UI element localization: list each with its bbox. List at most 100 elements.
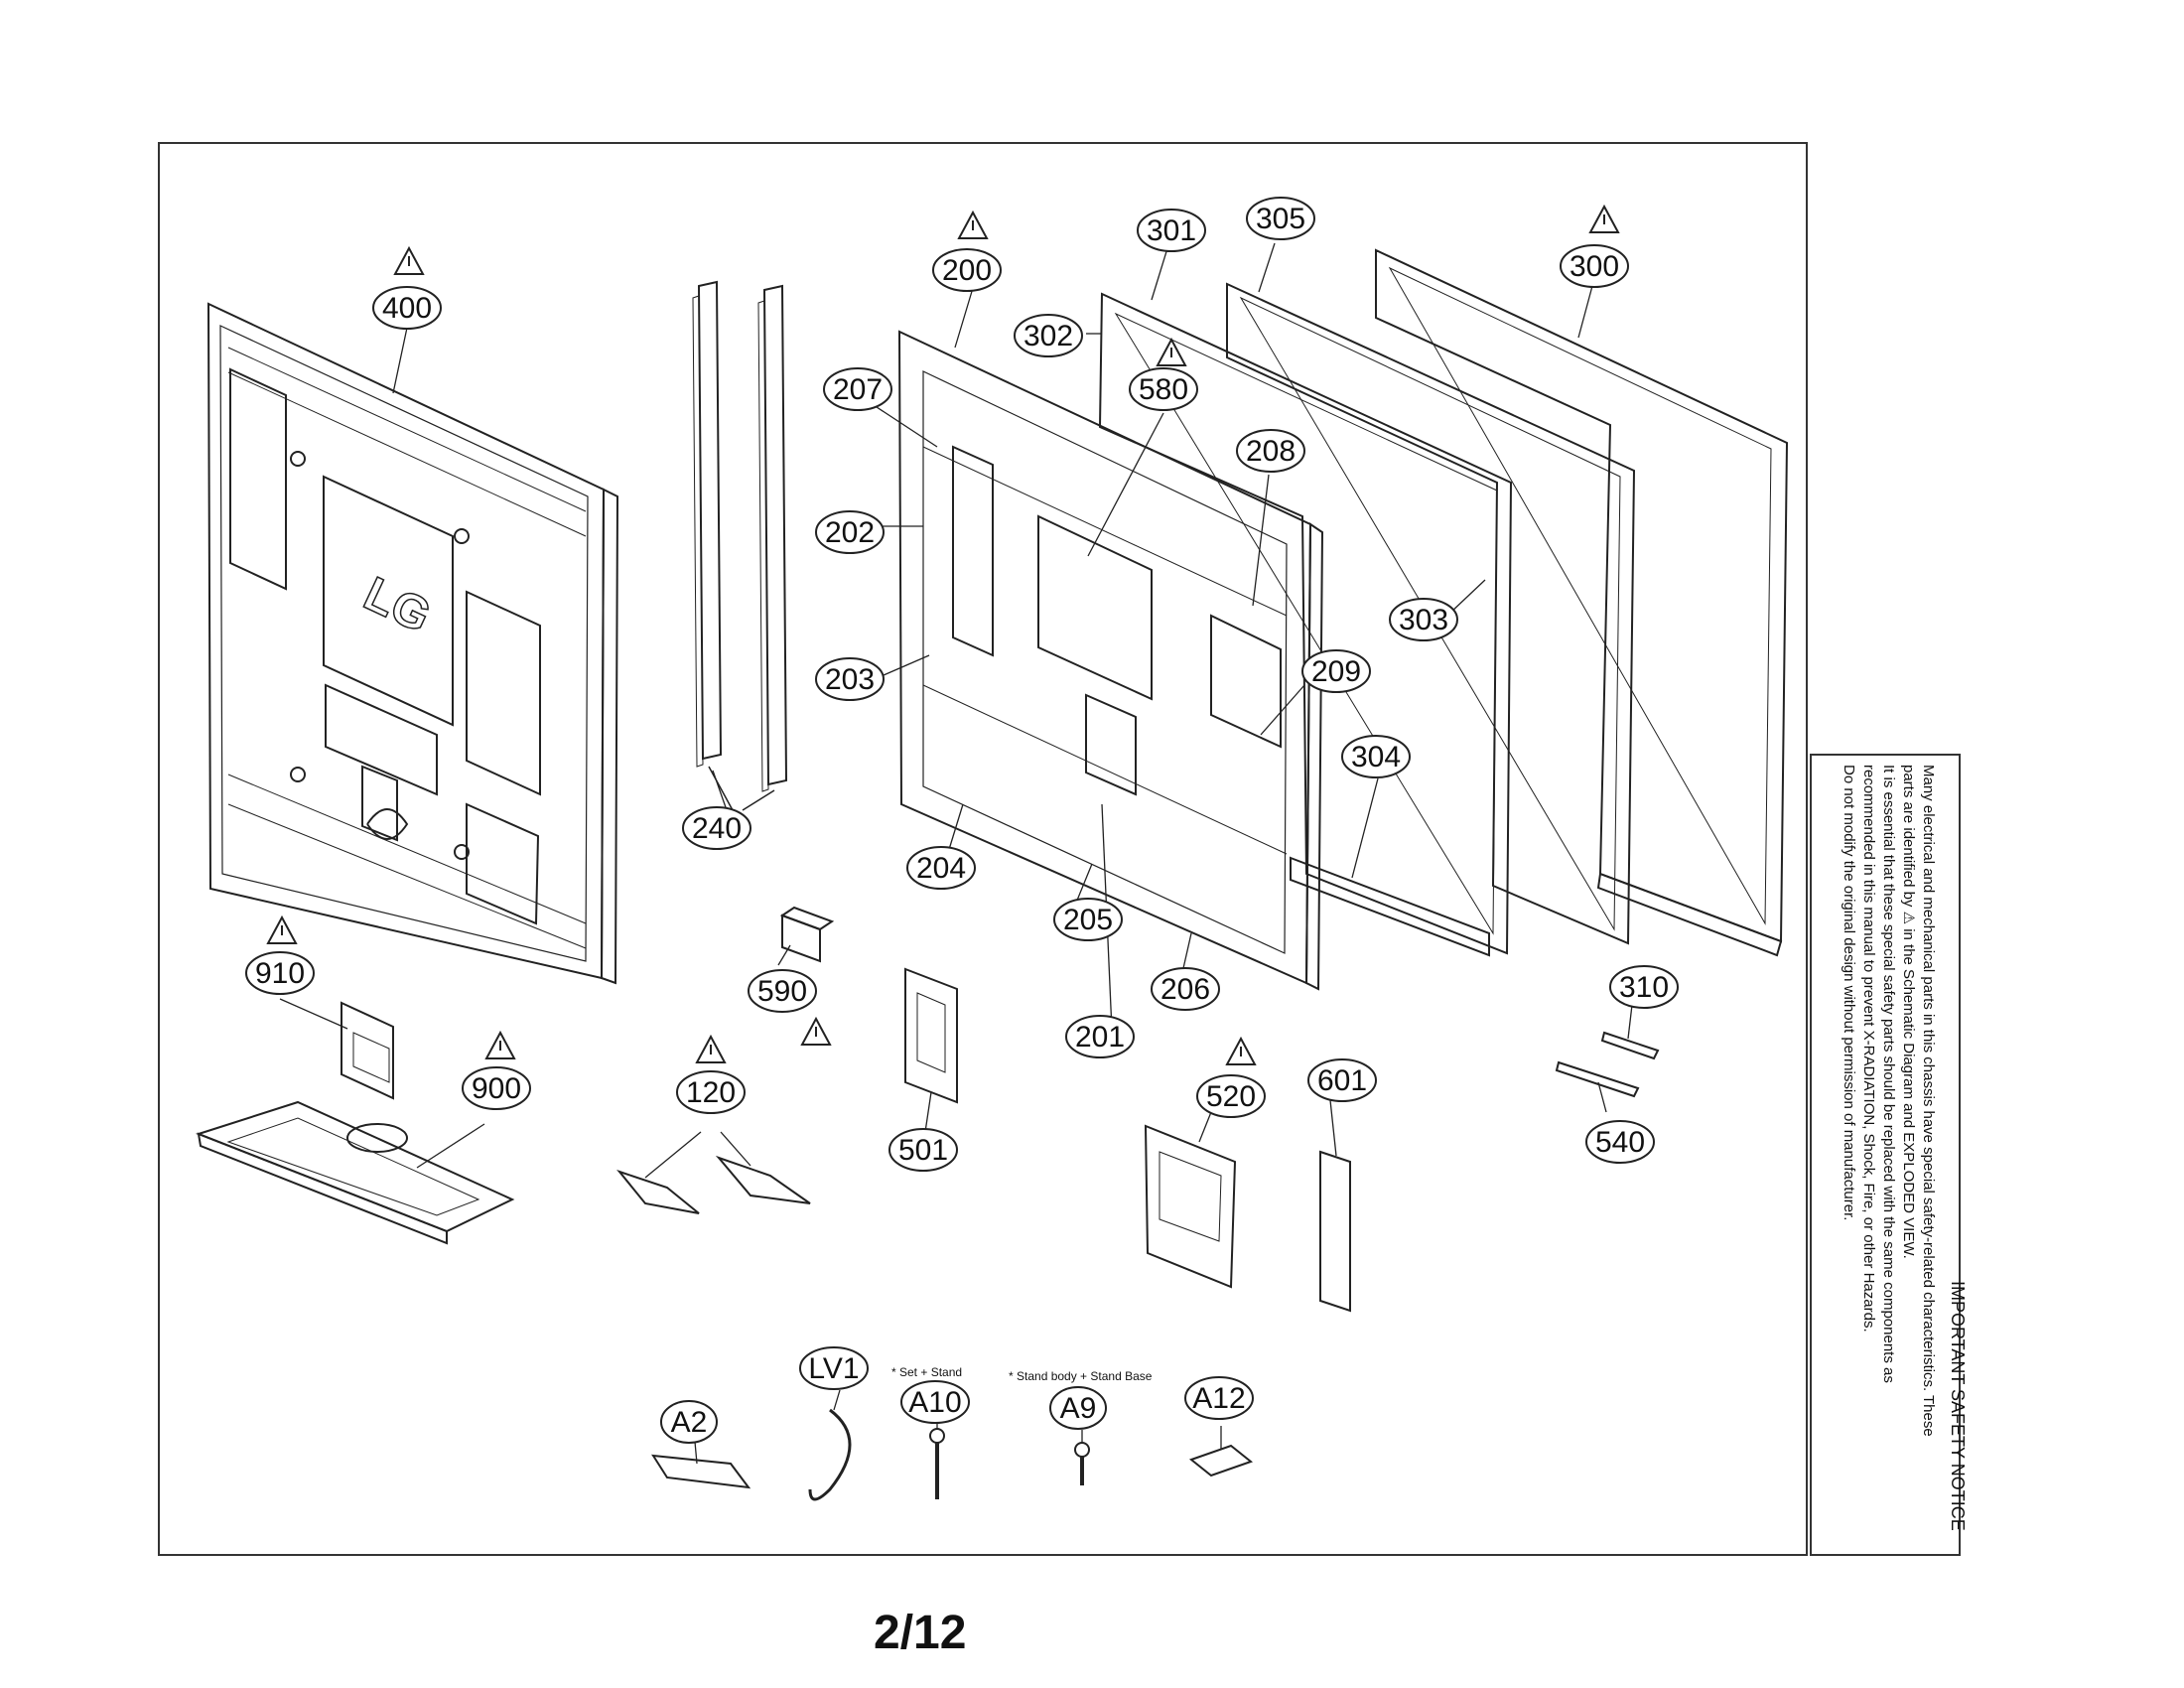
callout-label: 302 xyxy=(1024,320,1073,352)
callout-207: 207 xyxy=(823,367,892,411)
front-bezel-300 xyxy=(1375,248,1789,957)
callout-303: 303 xyxy=(1389,598,1458,641)
warning-icon xyxy=(266,914,298,944)
callout-bubble xyxy=(900,1380,970,1424)
warning-icon xyxy=(1225,1036,1257,1065)
callout-label: 206 xyxy=(1160,973,1210,1006)
stand-body-910 xyxy=(341,1001,394,1100)
callout-label: 202 xyxy=(825,516,875,549)
callout-bubble xyxy=(676,1070,746,1114)
back-cover-400 xyxy=(206,302,619,985)
callout-bubble xyxy=(815,657,885,701)
callout-900: 900 xyxy=(462,1066,531,1110)
callout-bubble xyxy=(932,248,1002,292)
callout-580: 580 xyxy=(1129,367,1198,411)
diagram-frame xyxy=(158,142,1808,1556)
callout-208: 208 xyxy=(1236,429,1305,473)
callout-label: 208 xyxy=(1246,435,1296,468)
callout-LV1: LV1 xyxy=(799,1346,869,1390)
callout-bubble xyxy=(1236,429,1305,473)
callout-bubble xyxy=(1049,1386,1107,1430)
callout-label: A2 xyxy=(671,1406,708,1439)
callout-A12: A12 xyxy=(1184,1376,1254,1420)
callout-label: 201 xyxy=(1075,1021,1125,1054)
callout-305: 305 xyxy=(1246,197,1315,240)
callout-206: 206 xyxy=(1151,967,1220,1011)
callout-A9: A9 xyxy=(1049,1386,1107,1430)
warning-icon xyxy=(800,1016,832,1046)
stand-base-900 xyxy=(196,1100,515,1245)
callout-300: 300 xyxy=(1560,244,1629,288)
callout-bubble xyxy=(1246,197,1315,240)
bracket-501 xyxy=(904,967,958,1104)
back-cover-logo: LG xyxy=(356,568,439,643)
callout-bubble xyxy=(1053,898,1123,941)
callout-bubble xyxy=(1585,1120,1655,1164)
callout-label: 304 xyxy=(1351,741,1401,774)
page-number: 2/12 xyxy=(874,1607,966,1659)
warning-icon xyxy=(484,1030,516,1059)
callout-label: 305 xyxy=(1256,203,1305,235)
safety-notice: IMPORTANT SAFETY NOTICE xyxy=(1948,1281,1968,1531)
callout-label: LV1 xyxy=(808,1352,859,1385)
callout-label: 240 xyxy=(692,812,742,845)
callout-label: 203 xyxy=(825,663,875,696)
callout-304: 304 xyxy=(1341,735,1411,778)
callout-label: 590 xyxy=(757,975,807,1008)
callout-200: 200 xyxy=(932,248,1002,292)
callout-209: 209 xyxy=(1301,649,1371,693)
callout-bubble xyxy=(1389,598,1458,641)
callout-label: 303 xyxy=(1399,604,1448,636)
warning-icon xyxy=(695,1034,727,1063)
cable-LV1 xyxy=(808,1408,852,1501)
part-590 xyxy=(779,906,835,963)
callout-bubble xyxy=(462,1066,531,1110)
callout-label: 520 xyxy=(1206,1080,1256,1113)
safety-line: It is essential that these special safet… xyxy=(1880,765,1897,1383)
callout-bubble xyxy=(1014,314,1083,357)
safety-notice-title: IMPORTANT SAFETY NOTICE xyxy=(1948,1281,1968,1531)
bottom-strip-304 xyxy=(1290,856,1490,957)
callout-label: 501 xyxy=(898,1134,948,1167)
callout-label: 900 xyxy=(472,1072,521,1105)
screw-A10 xyxy=(929,1428,945,1499)
callout-bubble xyxy=(888,1128,958,1172)
callout-302: 302 xyxy=(1014,314,1083,357)
callout-400: 400 xyxy=(372,286,442,330)
safety-line: Do not modify the original design withou… xyxy=(1841,765,1857,1220)
callout-label: A12 xyxy=(1192,1382,1245,1415)
warning-triangles xyxy=(266,204,1620,1065)
callout-bubble xyxy=(1609,965,1679,1009)
leader-lines xyxy=(279,242,1633,1465)
callout-label: 209 xyxy=(1311,655,1361,688)
callout-label: 205 xyxy=(1063,904,1113,936)
callout-bubble xyxy=(748,969,817,1013)
callout-bubble xyxy=(660,1400,718,1444)
part-601 xyxy=(1319,1150,1351,1313)
callout-540: 540 xyxy=(1585,1120,1655,1164)
callout-bubble xyxy=(1307,1058,1377,1102)
callout-205: 205 xyxy=(1053,898,1123,941)
warning-icon xyxy=(393,245,425,275)
callout-bubble xyxy=(682,806,751,850)
callout-120: 120 xyxy=(676,1070,746,1114)
screw-note-a9: * Stand body + Stand Base xyxy=(1009,1369,1153,1383)
callout-group: 4002402002072022032042052012063013025803… xyxy=(245,197,1679,1444)
callout-501: 501 xyxy=(888,1128,958,1172)
callout-label: 301 xyxy=(1147,214,1196,247)
main-board-520 xyxy=(1144,1124,1237,1289)
callout-bubble xyxy=(1341,735,1411,778)
callout-bubble xyxy=(372,286,442,330)
part-310 xyxy=(1600,1031,1660,1060)
callout-910: 910 xyxy=(245,951,315,995)
part-540 xyxy=(1555,1060,1640,1098)
part-A2 xyxy=(651,1454,751,1489)
callout-label: 910 xyxy=(255,957,305,990)
callout-310: 310 xyxy=(1609,965,1679,1009)
callout-301: 301 xyxy=(1137,209,1206,252)
screw-A9 xyxy=(1074,1442,1090,1485)
callout-label: A10 xyxy=(908,1386,961,1419)
callout-bubble xyxy=(799,1346,869,1390)
callout-label: 601 xyxy=(1317,1064,1367,1097)
